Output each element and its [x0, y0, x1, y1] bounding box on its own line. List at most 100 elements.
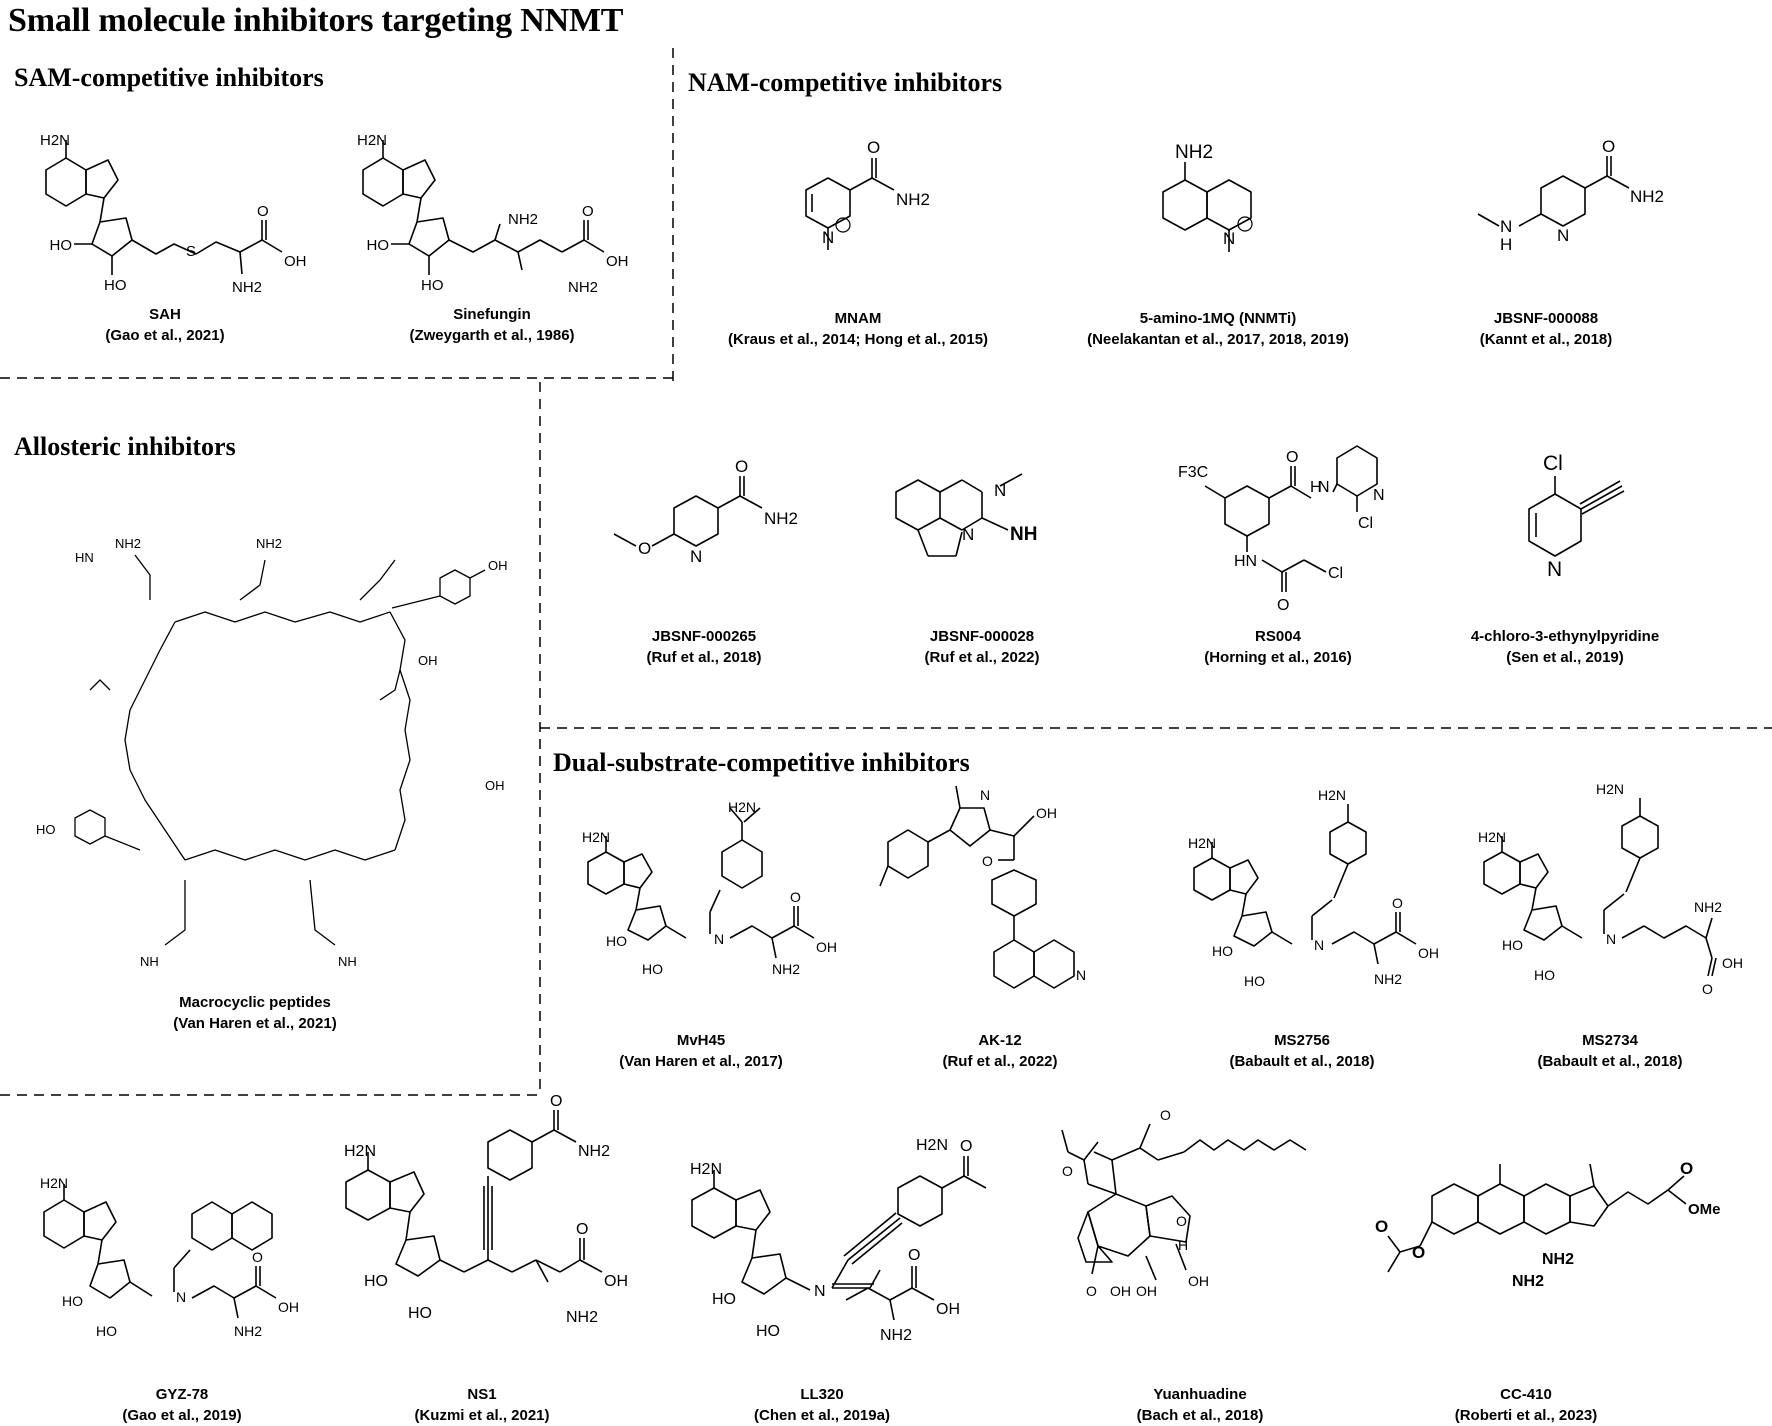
structure-macrocyclic-peptide — [74, 554, 486, 946]
jbsnf265-n: N — [690, 547, 702, 566]
ns1-ho1: HO — [364, 1273, 388, 1290]
structure-jbsnf-000265 — [613, 476, 763, 547]
compound-name: JBSNF-000265 — [651, 628, 757, 645]
gyz78-nh2: NH2 — [234, 1323, 262, 1339]
ak12-oh: OH — [1036, 805, 1057, 821]
ns1-h2n: H2N — [344, 1143, 376, 1160]
ms2756-oh: OH — [1418, 945, 1439, 961]
caption-ns1: NS1 (Kuzmi et al., 2021) — [414, 1384, 549, 1426]
rs004-o2: O — [1277, 597, 1289, 614]
ll320-h2n2: H2N — [916, 1137, 948, 1154]
caption-jbsnf-000265: JBSNF-000265 (Ruf et al., 2018) — [646, 626, 761, 668]
ms2734-n: N — [1606, 931, 1616, 947]
caption-ak12: AK-12 (Ruf et al., 2022) — [942, 1030, 1057, 1072]
ns1-o2: O — [576, 1221, 588, 1238]
compound-ref: (Ruf et al., 2022) — [924, 649, 1040, 666]
compound-ref: (Zweygarth et al., 1986) — [409, 327, 575, 344]
gyz78-o: O — [252, 1249, 263, 1265]
ms2734-h2n2: H2N — [1596, 781, 1624, 797]
sinefungin-o: O — [582, 203, 594, 220]
ll320-o1: O — [960, 1138, 972, 1155]
compound-ref: (Roberti et al., 2023) — [1454, 1407, 1598, 1424]
caption-cc410: CC-410 (Roberti et al., 2023) — [1455, 1384, 1598, 1426]
ak12-n2: N — [1076, 967, 1086, 983]
ll320-h2n: H2N — [690, 1161, 722, 1178]
rs004-o1: O — [1286, 449, 1298, 466]
rs004-npyr: N — [1373, 487, 1385, 504]
structure-ak12 — [879, 785, 1075, 989]
ll320-n: N — [814, 1283, 826, 1300]
compound-name: AK-12 — [978, 1032, 1022, 1049]
yuan-oh3: OH — [1188, 1273, 1209, 1289]
ll320-oh: OH — [936, 1301, 960, 1318]
compound-name: MvH45 — [676, 1032, 726, 1049]
cc410-o1: O — [1680, 1159, 1693, 1178]
ns1-o1: O — [550, 1093, 562, 1110]
ms2756-h2n: H2N — [1188, 835, 1216, 851]
gyz78-h2n: H2N — [40, 1175, 68, 1191]
rs004-f3c: F3C — [1178, 464, 1208, 481]
compound-name: Yuanhuadine — [1153, 1386, 1247, 1403]
ns1-oh: OH — [604, 1273, 628, 1290]
structure-gyz78 — [43, 1184, 277, 1319]
structure-5-amino-1mq — [1162, 162, 1253, 252]
structure-ns1 — [345, 1110, 603, 1283]
sah-o: O — [257, 203, 269, 220]
yuan-o3: O — [1176, 1213, 1187, 1229]
jbsnf088-n: N — [1557, 226, 1569, 245]
compound-ref: (Chen et al., 2019a) — [754, 1407, 890, 1424]
caption-jbsnf-000028: JBSNF-000028 (Ruf et al., 2022) — [924, 626, 1039, 668]
compound-ref: (Van Haren et al., 2021) — [173, 1015, 337, 1032]
chloro-cl: Cl — [1543, 452, 1563, 475]
rs004-cl1: Cl — [1358, 515, 1373, 532]
compound-ref: (Sen et al., 2019) — [1506, 649, 1624, 666]
compound-ref: (Gao et al., 2019) — [122, 1407, 242, 1424]
ll320-o2: O — [908, 1247, 920, 1264]
mnam-o: O — [867, 138, 880, 157]
macro-oh2: OH — [418, 653, 438, 668]
mvh45-ho1: HO — [606, 933, 627, 949]
caption-5-amino-1mq: 5-amino-1MQ (NNMTi) (Neelakantan et al.,… — [1087, 308, 1349, 350]
compound-ref: (Ruf et al., 2018) — [646, 649, 762, 666]
compound-ref: (Gao et al., 2021) — [105, 327, 225, 344]
ms2734-nh2: NH2 — [1694, 899, 1722, 915]
compound-name: MNAM — [834, 310, 882, 327]
structure-ll320 — [691, 1156, 987, 1321]
yuan-o2: O — [1160, 1107, 1171, 1123]
compound-name: JBSNF-000028 — [929, 628, 1035, 645]
caption-ms2756: MS2756 (Babault et al., 2018) — [1229, 1030, 1374, 1072]
sah-oh: OH — [284, 253, 307, 270]
compound-name: Macrocyclic peptides — [179, 994, 331, 1011]
section-dividers — [0, 48, 1772, 1096]
ns1-ho2: HO — [408, 1305, 432, 1322]
mvh45-oh: OH — [816, 939, 837, 955]
compound-ref: (Horning et al., 2016) — [1204, 649, 1352, 666]
structure-mnam — [805, 158, 895, 250]
macro-ho: HO — [36, 822, 56, 837]
jbsnf265-nh2: NH2 — [764, 509, 798, 528]
structure-yuanhuadine — [1061, 1123, 1307, 1281]
compound-name: 5-amino-1MQ (NNMTi) — [1139, 310, 1297, 327]
5-amino-1mq-nh2: NH2 — [1175, 142, 1213, 163]
rs004-cl2: Cl — [1328, 565, 1343, 582]
sinefungin-h2n: H2N — [357, 132, 387, 149]
mvh45-n: N — [714, 931, 724, 947]
compound-ref: (Ruf et al., 2022) — [942, 1053, 1058, 1070]
jbsnf028-nh: NH — [1010, 524, 1037, 545]
jbsnf265-o1: O — [735, 457, 748, 476]
structure-mvh45 — [587, 807, 815, 959]
ms2756-h2n2: H2N — [1318, 787, 1346, 803]
compound-ref: (Van Haren et al., 2017) — [619, 1053, 783, 1070]
structure-sah — [45, 140, 283, 275]
compound-ref: (Kraus et al., 2014; Hong et al., 2015) — [727, 331, 989, 348]
section-sam-title: SAM-competitive inhibitors — [14, 63, 324, 92]
compound-name: JBSNF-000088 — [1493, 310, 1599, 327]
section-allosteric-title: Allosteric inhibitors — [14, 432, 236, 461]
caption-mvh45: MvH45 (Van Haren et al., 2017) — [619, 1030, 782, 1072]
jbsnf088-h: H — [1500, 235, 1512, 254]
caption-jbsnf-000088: JBSNF-000088 (Kannt et al., 2018) — [1480, 308, 1613, 350]
jbsnf028-n1: N — [994, 481, 1006, 500]
5-amino-1mq-n: N — [1223, 229, 1235, 248]
compound-name: MS2734 — [1582, 1032, 1638, 1049]
